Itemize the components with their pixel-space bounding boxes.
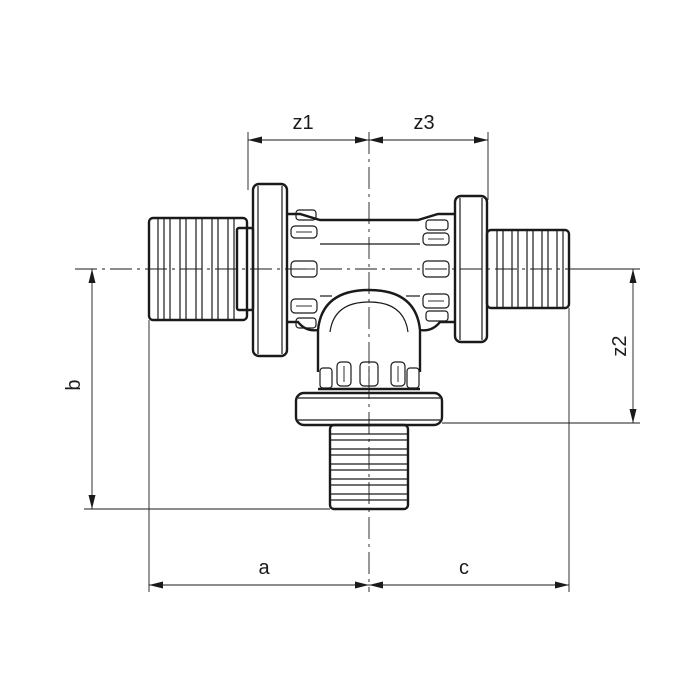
label-b: b	[63, 379, 85, 390]
label-c: c	[459, 557, 469, 579]
label-z3: z3	[413, 112, 434, 134]
center-lines	[75, 132, 640, 592]
tee-body	[287, 212, 455, 372]
bottom-spigot	[328, 423, 410, 511]
right-clips	[422, 219, 450, 322]
left-clips	[290, 209, 318, 329]
bottom-flange	[294, 391, 444, 427]
label-a: a	[258, 557, 270, 579]
dimension-labels: z1 z3 a c b z2	[63, 112, 631, 579]
label-z2: z2	[609, 335, 631, 356]
dimension-lines	[88, 136, 637, 589]
right-spigot	[485, 228, 571, 310]
bottom-clips	[318, 361, 420, 391]
left-flange	[251, 182, 289, 358]
extension-lines	[84, 132, 640, 592]
left-spigot	[147, 216, 255, 322]
label-z1: z1	[292, 112, 313, 134]
